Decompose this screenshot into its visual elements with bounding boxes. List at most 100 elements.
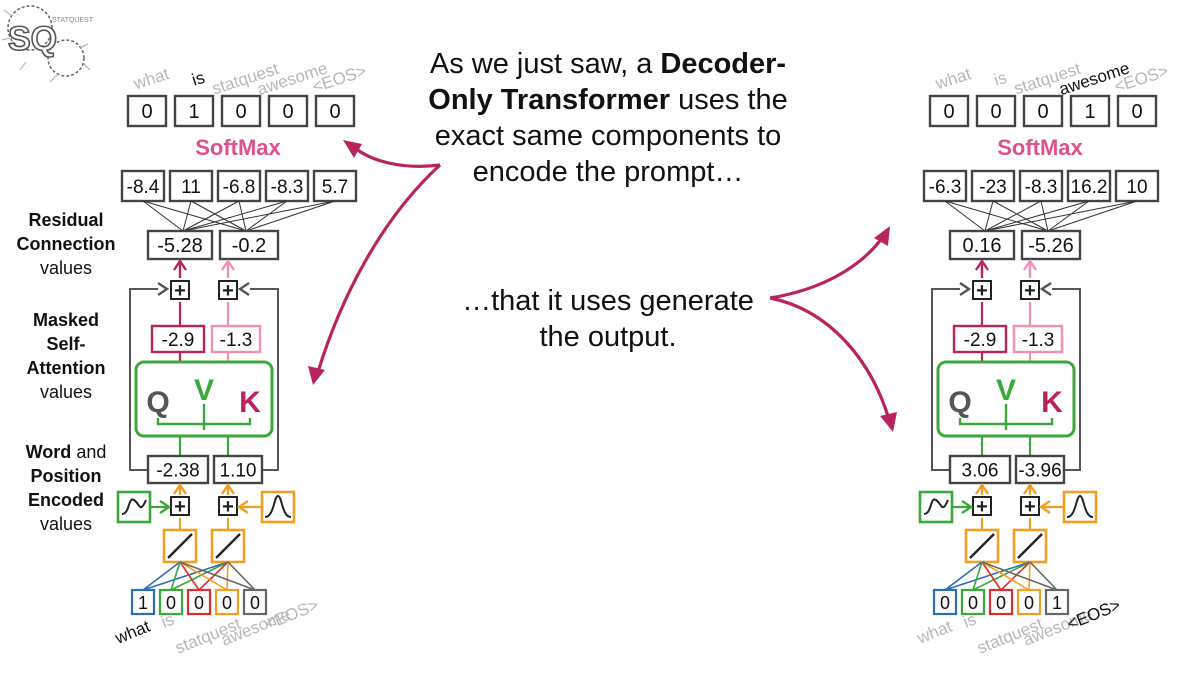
right-net-fc-line-1-1 bbox=[992, 200, 1049, 232]
right-net-input-1-box bbox=[960, 588, 986, 616]
left-net-input-line-1-0 bbox=[170, 561, 181, 591]
left-net-input-4-box bbox=[242, 588, 268, 616]
arrow-to-right-attention-head bbox=[880, 412, 897, 432]
right-net-softmax-out-2: 0 bbox=[1037, 101, 1048, 123]
left-net-sine-icon bbox=[121, 498, 147, 515]
caption-top-line2-post: uses the bbox=[670, 84, 788, 116]
left-net-top-word-0: what bbox=[130, 64, 171, 94]
right-net-fc-line-0-3 bbox=[984, 200, 1090, 232]
right-net-input-2: 0 bbox=[996, 593, 1006, 613]
right-net-logit-2: -8.3 bbox=[1025, 177, 1058, 198]
statquest-logo: SQ STATQUEST bbox=[1, 5, 94, 83]
right-net-fc-line-1-0 bbox=[944, 200, 1049, 232]
left-net-input-4: 0 bbox=[250, 593, 260, 613]
left-net-plus-res-0: + bbox=[174, 280, 186, 302]
left-net-input-line-2-0 bbox=[179, 561, 200, 591]
right-net-attention-0: -2.9 bbox=[964, 330, 997, 351]
left-net-residual-1: -0.2 bbox=[232, 235, 266, 257]
label-masked-bold1: Masked bbox=[32, 310, 100, 330]
left-net-up-arrowhead-0 bbox=[173, 258, 187, 271]
caption-mid-line1: …that it uses generate bbox=[462, 285, 754, 317]
left-net-input-3-box bbox=[214, 588, 240, 616]
left-net-logit-4-box bbox=[312, 169, 358, 203]
left-net-plus-res-0-box bbox=[170, 280, 190, 300]
right-net-residual-1-box bbox=[1020, 229, 1082, 261]
right-net-top-word-0: what bbox=[932, 64, 973, 94]
left-net-logit-1: 11 bbox=[181, 177, 201, 198]
left-net-encoded-1-box bbox=[212, 454, 264, 485]
left-net-encoded-0-box bbox=[146, 454, 210, 485]
right-net-k-symbol: K bbox=[1041, 386, 1063, 419]
label-masked-bold2: Self- bbox=[46, 334, 86, 354]
right-net-plus-pos-0-box bbox=[972, 496, 992, 516]
left-net-logit-3-box bbox=[264, 169, 310, 203]
left-net-attention-0-box bbox=[150, 324, 206, 354]
right-net-plus-res-0: + bbox=[976, 280, 988, 302]
left-net-fc-line-1-1 bbox=[190, 200, 247, 232]
left-net-logit-0: -8.4 bbox=[127, 177, 160, 198]
right-net-input-line-4-1 bbox=[1029, 561, 1058, 591]
label-residual-plain: values bbox=[39, 258, 93, 278]
right-net-encoded-1: -3.96 bbox=[1018, 461, 1061, 482]
left-net-up-arrowhead-1 bbox=[221, 258, 235, 271]
left-net-k-symbol: K bbox=[239, 386, 261, 419]
left-net-softmax-out-1-box bbox=[173, 94, 215, 128]
right-net-plus-res-1-box bbox=[1020, 280, 1040, 300]
left-net-residual-1-box bbox=[218, 229, 280, 261]
label-word-bold2: Position bbox=[30, 466, 102, 486]
right-net-softmax-label: SoftMax bbox=[997, 135, 1083, 160]
left-net-v-symbol: V bbox=[194, 374, 214, 407]
left-net-input-line-3-0 bbox=[179, 561, 228, 591]
left-net-fc-line-0-1 bbox=[182, 200, 192, 232]
label-word-plain1: and bbox=[71, 442, 107, 462]
left-net-attention-block bbox=[134, 360, 274, 438]
right-net-residual-0: 0.16 bbox=[963, 235, 1002, 257]
right-net-plus-pos-1: + bbox=[1024, 496, 1036, 518]
right-net-softmax-out-3-box bbox=[1069, 94, 1111, 128]
right-net-pos-up-head-0 bbox=[975, 482, 989, 495]
arrow-to-left-softmax-head bbox=[343, 140, 362, 158]
caption-mid: …that it uses generate the output. bbox=[428, 283, 788, 355]
right-net-plus-pos-1-box bbox=[1020, 496, 1040, 516]
label-masked-bold3: Attention bbox=[26, 358, 106, 378]
arrow-to-right-residual bbox=[769, 237, 884, 300]
right-net-plus-pos-0: + bbox=[976, 496, 988, 518]
left-net-logit-4: 5.7 bbox=[322, 177, 348, 198]
right-net-input-4-box bbox=[1044, 588, 1070, 616]
right-net-bell-arrow-head bbox=[1038, 500, 1051, 514]
left-net-input-line-0-1 bbox=[142, 561, 229, 591]
left-net-plus-res-1: + bbox=[222, 280, 234, 302]
arrow-to-left-softmax bbox=[354, 146, 441, 168]
right-net-input-line-1-1 bbox=[972, 561, 1031, 591]
right-net-input-4: 1 bbox=[1052, 593, 1062, 613]
right-net-encoded-0-box bbox=[948, 454, 1012, 485]
left-net-plus-pos-0: + bbox=[174, 496, 186, 518]
left-net-input-line-0-0 bbox=[142, 561, 181, 591]
right-net-softmax-out-0-box bbox=[928, 94, 970, 128]
left-net-softmax-out-4: 0 bbox=[329, 101, 340, 123]
left-net-residual-0: -5.28 bbox=[157, 235, 203, 257]
right-net-fc-line-1-3 bbox=[1047, 200, 1090, 232]
left-net-bottom-word-4: <EOS> bbox=[262, 595, 321, 634]
left-net-input-line-4-1 bbox=[227, 561, 256, 591]
left-net-input-1: 0 bbox=[166, 593, 176, 613]
right-net-softmax-out-2-box bbox=[1022, 94, 1064, 128]
right-net-input-3: 0 bbox=[1024, 593, 1034, 613]
arrow-to-left-attention-head bbox=[308, 366, 325, 385]
left-net-top-word-1: is bbox=[190, 68, 208, 90]
left-net-logit-2-box bbox=[216, 169, 262, 203]
left-net-attention-1: -1.3 bbox=[220, 330, 253, 351]
right-net-input-line-0-0 bbox=[944, 561, 983, 591]
label-masked-self-attention: Masked Self- Attention values bbox=[4, 308, 128, 404]
caption-top-line1-bold: Decoder- bbox=[660, 48, 787, 80]
right-net-embedding-icon-1 bbox=[1017, 533, 1043, 559]
right-net-logit-4: 10 bbox=[1126, 177, 1147, 198]
left-net-softmax-out-3: 0 bbox=[282, 101, 293, 123]
left-net-input-3: 0 bbox=[222, 593, 232, 613]
right-net-attention-1-box bbox=[1012, 324, 1064, 354]
right-net-embedding-icon-0 bbox=[969, 533, 995, 559]
left-net-fc-line-0-4 bbox=[182, 200, 336, 232]
left-net-input-line-2-1 bbox=[198, 561, 229, 591]
left-net-plus-pos-0-box bbox=[170, 496, 190, 516]
left-net-pos-up-head-0 bbox=[173, 482, 187, 495]
